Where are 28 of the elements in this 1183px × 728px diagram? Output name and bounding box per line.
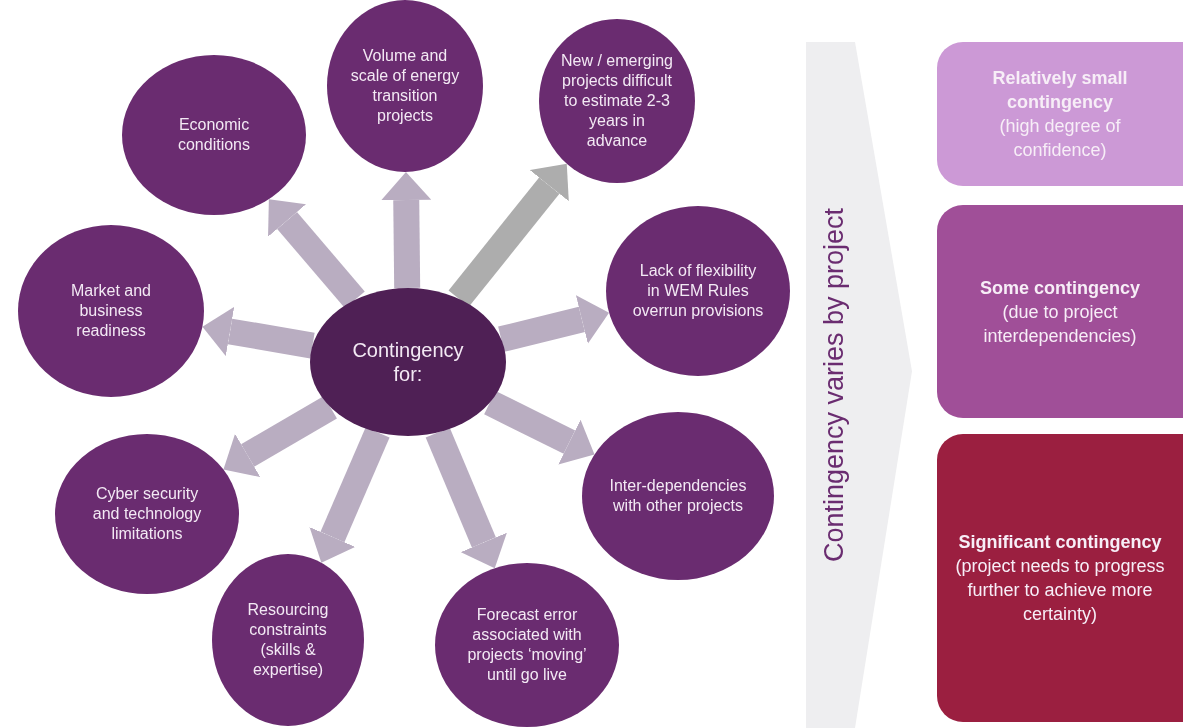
node-text: New / emerging projects difficult to estimate 2-3 years in advance	[560, 51, 674, 151]
block-arrow	[425, 427, 507, 569]
node-text: Cyber security and technology limitations	[91, 484, 203, 544]
block-arrow	[202, 306, 315, 359]
box-heading: Some contingency	[980, 276, 1140, 300]
contingency-level-box	[937, 205, 1183, 418]
node-text: Inter-dependencies with other projects	[608, 476, 748, 516]
block-arrow	[448, 163, 569, 307]
block-arrow	[309, 427, 390, 563]
contingency-level-box	[937, 434, 1183, 722]
box-text: (due to project interdependencies)	[982, 300, 1138, 348]
node-text: Contingency for:	[351, 338, 465, 386]
box-text: (project needs to progress further to achieve more certainty)	[954, 555, 1166, 626]
block-arrow	[498, 295, 610, 352]
node-text: Lack of flexibility in WEM Rules overrun provisions	[631, 261, 765, 321]
contingency-level-box	[937, 42, 1183, 186]
block-arrow	[381, 172, 432, 289]
node-text: Market and business readiness	[69, 281, 152, 341]
node-text: Resourcing constraints (skills & expertise)	[246, 600, 330, 680]
box-heading: Relatively small contingency	[991, 67, 1129, 114]
block-arrow	[268, 199, 365, 309]
box-text: (high degree of confidence)	[998, 115, 1122, 162]
block-arrow	[223, 395, 337, 477]
band-text: Contingency varies by project	[818, 207, 850, 563]
node-text: Economic conditions	[176, 115, 251, 155]
node-text: Forecast error associated with projects ‘moving’ until go live	[466, 605, 588, 685]
node-text: Volume and scale of energy transition projects	[349, 46, 461, 126]
box-heading: Significant contingency	[958, 531, 1162, 554]
